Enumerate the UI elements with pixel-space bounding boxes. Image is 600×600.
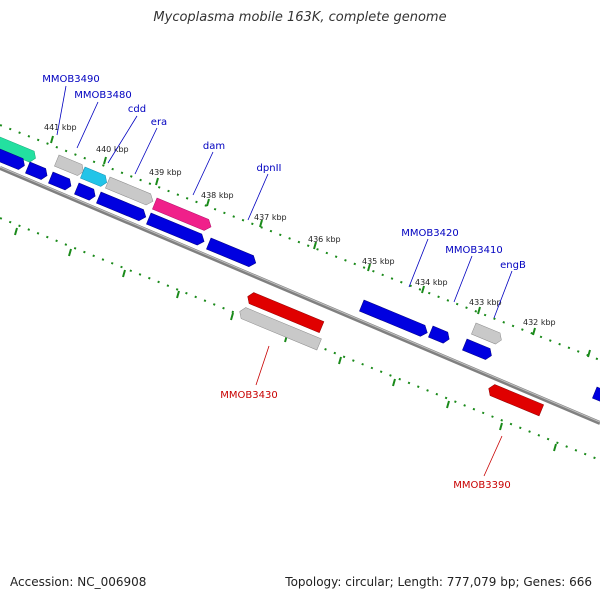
scale-label: 441 kbp	[44, 123, 77, 132]
gene-arrow-blue	[74, 182, 96, 201]
leader-line	[453, 255, 473, 303]
scale-labels: 441 kbp 440 kbp 439 kbp 438 kbp 437 kbp …	[44, 123, 556, 327]
tick-mark	[122, 269, 126, 278]
scale-label: 434 kbp	[415, 278, 448, 287]
leader-line	[408, 238, 429, 288]
scale-label: 440 kbp	[96, 145, 129, 154]
gene-arrow-gray	[471, 322, 502, 345]
leader-line	[483, 435, 503, 477]
leader-line	[107, 115, 138, 164]
gene-label[interactable]: MMOB3430	[220, 390, 277, 401]
leader-line	[493, 270, 513, 319]
gene-label[interactable]: engB	[500, 260, 526, 271]
gene-arrow-blue	[96, 191, 147, 221]
gene-label[interactable]: cdd	[128, 104, 146, 115]
gene-arrow-red	[488, 384, 544, 417]
tick-mark	[477, 306, 481, 315]
tick-mark	[155, 177, 159, 186]
tick-mark	[259, 219, 263, 228]
gene-arrow-blue	[592, 386, 600, 407]
scale-label: 439 kbp	[149, 168, 182, 177]
gene-label[interactable]: MMOB3410	[445, 245, 502, 256]
forward-genes	[0, 132, 600, 407]
backbone	[0, 166, 600, 425]
scale-label: 433 kbp	[469, 298, 502, 307]
gene-arrow-teal	[0, 132, 36, 163]
gene-arrow-blue	[48, 171, 72, 191]
gene-label-leaders	[56, 85, 513, 477]
leader-line	[76, 101, 99, 149]
tick-mark	[499, 422, 503, 431]
leader-line	[134, 127, 158, 175]
scale-label: 438 kbp	[201, 191, 234, 200]
map-title: Mycoplasma mobile 163K, complete genome	[153, 10, 447, 25]
gene-arrow-blue	[359, 299, 428, 337]
tick-mark	[587, 349, 591, 358]
backbone-line	[0, 166, 600, 425]
gene-label[interactable]: MMOB3490	[42, 74, 99, 85]
gene-label[interactable]: dpnII	[257, 163, 282, 174]
major-ticks	[14, 135, 591, 452]
tick-mark	[14, 227, 18, 236]
tick-mark	[446, 400, 450, 409]
leader-line	[247, 173, 269, 221]
tick-mark	[103, 156, 107, 165]
backbone-highlight	[0, 166, 600, 423]
gene-arrow-red	[247, 292, 325, 334]
gene-arrow-cyan	[80, 166, 108, 187]
gene-arrow-blue	[146, 212, 205, 246]
tick-mark	[367, 263, 371, 272]
tick-mark	[176, 290, 180, 299]
gene-label[interactable]: MMOB3480	[74, 90, 131, 101]
leader-line	[56, 85, 67, 136]
tick-mark	[68, 248, 72, 257]
scale-label: 435 kbp	[362, 257, 395, 266]
gene-label[interactable]: dam	[203, 141, 225, 152]
tick-mark	[313, 241, 317, 250]
gene-arrow-blue	[25, 161, 48, 180]
tick-mark	[532, 327, 536, 336]
leader-line	[192, 151, 214, 196]
gene-label[interactable]: MMOB3390	[453, 480, 510, 491]
tick-mark	[50, 135, 54, 144]
gene-label[interactable]: MMOB3420	[401, 228, 458, 239]
scale-label: 437 kbp	[254, 213, 287, 222]
accession-text: Accession: NC_006908	[10, 575, 147, 589]
leader-line	[255, 345, 270, 386]
gene-labels: MMOB3490 MMOB3480 cdd era dam dpnII MMOB…	[42, 74, 526, 491]
genome-summary-text: Topology: circular; Length: 777,079 bp; …	[285, 575, 592, 589]
tick-mark	[338, 356, 342, 365]
scale-label: 436 kbp	[308, 235, 341, 244]
gene-arrow-gray	[239, 307, 322, 351]
gene-arrow-blue	[0, 148, 25, 170]
tick-mark	[553, 443, 557, 452]
gene-arrow-gray	[54, 154, 84, 176]
gene-arrow-blue	[206, 237, 257, 267]
reverse-genes	[239, 292, 544, 417]
tick-mark	[421, 285, 425, 294]
tick-mark	[392, 378, 396, 387]
gene-arrow-blue	[462, 338, 492, 360]
gene-label[interactable]: era	[151, 117, 167, 128]
gene-arrow-blue	[428, 325, 450, 344]
tick-mark	[206, 198, 210, 207]
scale-label: 432 kbp	[523, 318, 556, 327]
tick-mark	[230, 312, 234, 321]
gene-arrow-magenta	[152, 197, 212, 231]
gene-arrow-gray	[105, 176, 154, 206]
